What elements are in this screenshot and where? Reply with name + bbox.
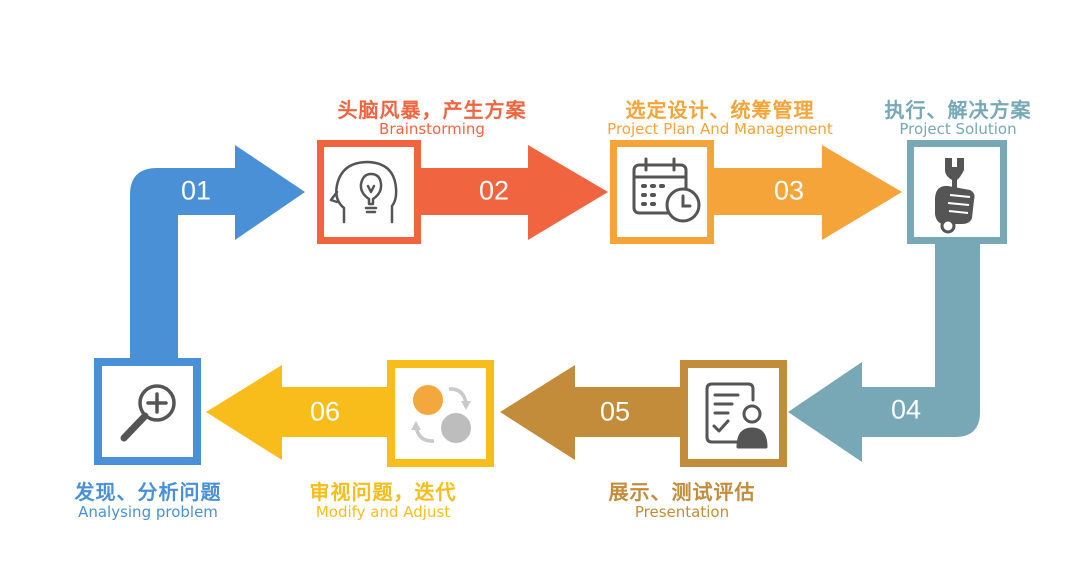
magnifier-plus-icon xyxy=(120,384,176,442)
step-box-03 xyxy=(610,140,714,244)
step-number-04: 04 xyxy=(890,394,922,425)
arrow-01 xyxy=(130,145,305,360)
step-subtitle-06: Modify and Adjust xyxy=(315,503,451,521)
step-box-01 xyxy=(94,358,201,465)
checklist-person-icon xyxy=(705,382,768,449)
step-subtitle-02: Brainstorming xyxy=(379,120,485,138)
head-lightbulb-icon xyxy=(329,160,398,224)
arrow-06 xyxy=(206,365,388,460)
step-box-05 xyxy=(680,360,787,467)
step-number-02: 02 xyxy=(478,175,510,206)
step-number-03: 03 xyxy=(773,175,805,206)
step-title-03: 选定设计、统筹管理 xyxy=(625,98,815,122)
step-subtitle-01: Analysing problem xyxy=(78,503,218,521)
step-title-05: 展示、测试评估 xyxy=(608,480,756,504)
step-subtitle-04: Project Solution xyxy=(899,120,1017,138)
step-title-02: 头脑风暴，产生方案 xyxy=(337,98,527,122)
step-box-06 xyxy=(387,360,494,467)
step-title-01: 发现、分析问题 xyxy=(74,480,222,504)
calendar-clock-icon xyxy=(632,157,701,223)
step-number-06: 06 xyxy=(309,396,341,427)
step-title-04: 执行、解决方案 xyxy=(884,98,1032,122)
arrow-02 xyxy=(415,145,608,240)
step-number-01: 01 xyxy=(180,175,212,206)
arrow-04 xyxy=(788,242,980,462)
cycle-circles-icon xyxy=(411,385,471,443)
wrench-hand-icon xyxy=(935,158,975,234)
arrow-05 xyxy=(500,365,680,460)
step-box-02 xyxy=(317,140,421,244)
step-number-05: 05 xyxy=(599,396,631,427)
arrow-03 xyxy=(712,145,902,240)
step-title-06: 审视问题，迭代 xyxy=(309,480,457,504)
step-subtitle-03: Project Plan And Management xyxy=(607,120,833,138)
step-subtitle-05: Presentation xyxy=(634,503,730,521)
step-box-04 xyxy=(907,140,1007,244)
